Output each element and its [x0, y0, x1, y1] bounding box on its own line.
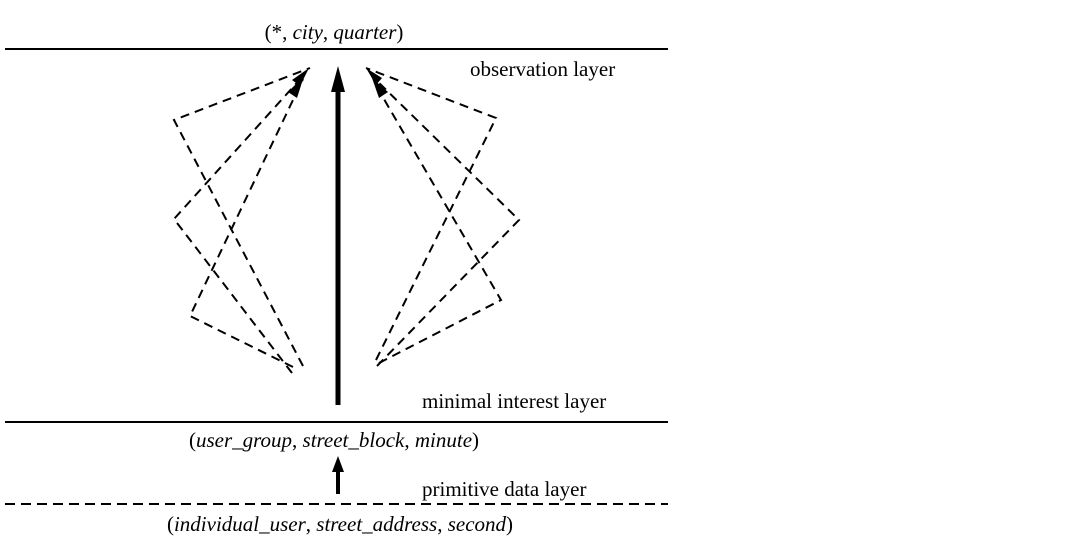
right-arrowhead-1	[366, 68, 382, 85]
tuple-sep: ,	[305, 512, 317, 536]
minimal-interest-layer-label: minimal interest layer	[422, 389, 607, 413]
tuple-quarter: quarter	[333, 20, 397, 44]
observation-tuple: (*, city, quarter)	[0, 20, 668, 44]
left-arrowhead-1	[292, 68, 309, 86]
tuple-sep: ,	[322, 20, 334, 44]
right-path-inner	[373, 81, 503, 364]
tuple-street-address: street_address	[316, 512, 438, 536]
small-arrowhead	[332, 456, 344, 472]
tuple-close: )	[506, 512, 514, 536]
left-arrowhead-2	[288, 76, 304, 98]
tuple-sep: ,	[292, 428, 303, 452]
right-path-outer	[371, 75, 521, 367]
tuple-open: (	[264, 20, 272, 44]
tuple-star: *	[271, 20, 283, 44]
tuple-sep: ,	[404, 428, 415, 452]
left-path-inner	[188, 78, 304, 368]
tuple-second: second	[447, 512, 507, 536]
tuple-sep: ,	[437, 512, 448, 536]
right-path-middle	[365, 67, 498, 361]
tuple-sep: ,	[282, 20, 293, 44]
main-arrowhead	[331, 66, 345, 92]
right-arrowhead-2	[372, 78, 388, 98]
observation-layer-label: observation layer	[470, 57, 616, 81]
tuple-street-block: street_block	[302, 428, 405, 452]
tuple-city: city	[292, 20, 323, 44]
primitive-data-tuple: (individual_user, street_address, second…	[0, 512, 680, 536]
left-dashed-paths	[172, 67, 311, 374]
minimal-interest-tuple: (user_group, street_block, minute)	[0, 428, 668, 452]
tuple-close: )	[472, 428, 480, 452]
primitive-data-layer-label: primitive data layer	[422, 477, 587, 501]
tuple-minute: minute	[414, 428, 473, 452]
tuple-individual-user: individual_user	[173, 512, 306, 536]
tuple-user-group: user_group	[195, 428, 293, 452]
tuple-open: (	[188, 428, 196, 452]
left-path-middle	[172, 67, 311, 367]
right-dashed-paths	[365, 67, 521, 367]
tuple-close: )	[396, 20, 404, 44]
left-path-outer	[172, 75, 304, 374]
tuple-open: (	[166, 512, 174, 536]
